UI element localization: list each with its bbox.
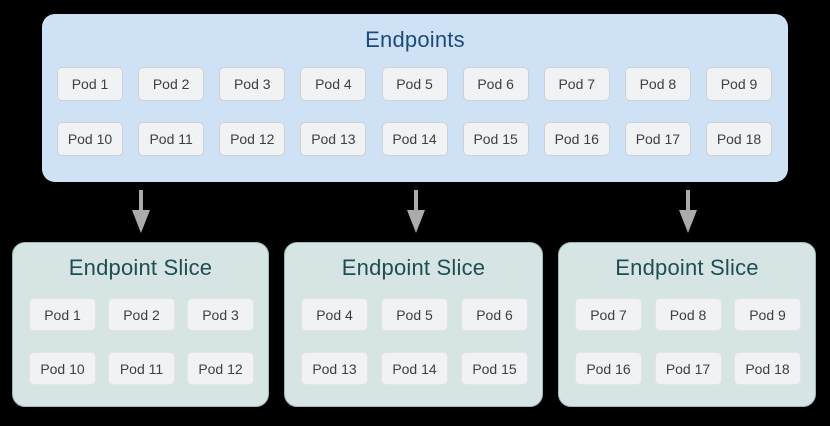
arrow-down-icon <box>407 190 425 233</box>
endpoints-box: Endpoints Pod 1 Pod 2 Pod 3 Pod 4 Pod 5 Pod 6… <box>42 14 788 182</box>
pod-chip: Pod 9 <box>734 298 801 331</box>
slice-pod-row-2: Pod 10 Pod 11 Pod 12 <box>29 352 254 385</box>
arrow-head <box>407 210 425 233</box>
pod-chip: Pod 5 <box>381 298 448 331</box>
endpoint-slice-title: Endpoint Slice <box>341 255 486 280</box>
arrow-head <box>679 210 697 233</box>
pod-chip: Pod 6 <box>461 298 528 331</box>
arrow-stem <box>139 190 143 210</box>
arrow-head <box>132 210 150 233</box>
pod-chip: Pod 17 <box>654 352 722 385</box>
pod-chip: Pod 11 <box>108 352 175 385</box>
slice-pod-row-1: Pod 4 Pod 5 Pod 6 <box>301 298 528 331</box>
pod-chip: Pod 4 <box>300 67 367 101</box>
pod-chip: Pod 10 <box>57 122 123 156</box>
pod-chip: Pod 17 <box>624 122 691 156</box>
pod-chip: Pod 14 <box>381 352 448 385</box>
pod-chip: Pod 9 <box>706 67 772 101</box>
endpoint-slice-title: Endpoint Slice <box>615 255 759 280</box>
arrow-down-icon <box>679 190 697 233</box>
arrow-stem <box>414 190 418 210</box>
pod-chip: Pod 10 <box>29 352 96 385</box>
slice-pod-row-1: Pod 7 Pod 8 Pod 9 <box>575 298 801 331</box>
arrow-stem <box>686 190 690 210</box>
pod-chip: Pod 7 <box>543 67 610 101</box>
pod-chip: Pod 8 <box>624 67 691 101</box>
pod-chip: Pod 7 <box>575 298 642 331</box>
slice-pod-row-2: Pod 16 Pod 17 Pod 18 <box>575 352 801 385</box>
endpoints-pod-row-2: Pod 10 Pod 11 Pod 12 Pod 13 Pod 14 Pod 15 Pod … <box>57 122 772 156</box>
pod-chip: Pod 1 <box>57 67 123 101</box>
pod-chip: Pod 2 <box>108 298 175 331</box>
pod-chip: Pod 15 <box>462 122 529 156</box>
endpoints-title: Endpoints <box>365 27 465 52</box>
pod-chip: Pod 16 <box>543 122 610 156</box>
slice-pod-grid: Pod 4 Pod 5 Pod 6 Pod 13 Pod 14 Pod 15 <box>301 298 528 385</box>
pod-chip: Pod 5 <box>381 67 448 101</box>
slice-pod-row-1: Pod 1 Pod 2 Pod 3 <box>29 298 254 331</box>
pod-chip: Pod 6 <box>462 67 529 101</box>
pod-chip: Pod 8 <box>654 298 722 331</box>
pod-chip: Pod 3 <box>187 298 254 331</box>
slice-pod-grid: Pod 1 Pod 2 Pod 3 Pod 10 Pod 11 Pod 12 <box>29 298 254 385</box>
pod-chip: Pod 1 <box>29 298 96 331</box>
pod-chip: Pod 12 <box>187 352 254 385</box>
pod-chip: Pod 15 <box>461 352 528 385</box>
endpoints-pod-grid: Pod 1 Pod 2 Pod 3 Pod 4 Pod 5 Pod 6 Pod 7 Pod 8… <box>57 67 772 156</box>
pod-chip: Pod 3 <box>219 67 286 101</box>
pod-chip: Pod 13 <box>300 122 367 156</box>
slice-pod-grid: Pod 7 Pod 8 Pod 9 Pod 16 Pod 17 Pod 18 <box>575 298 801 385</box>
arrow-down-icon <box>132 190 150 233</box>
pod-chip: Pod 11 <box>138 122 205 156</box>
pod-chip: Pod 2 <box>138 67 205 101</box>
pod-chip: Pod 12 <box>219 122 286 156</box>
pod-chip: Pod 14 <box>381 122 448 156</box>
pod-chip: Pod 18 <box>734 352 801 385</box>
endpoint-slice-title: Endpoint Slice <box>68 255 213 280</box>
pod-chip: Pod 4 <box>301 298 368 331</box>
slice-pod-row-2: Pod 13 Pod 14 Pod 15 <box>301 352 528 385</box>
pod-chip: Pod 18 <box>706 122 772 156</box>
pod-chip: Pod 16 <box>575 352 642 385</box>
endpoints-pod-row-1: Pod 1 Pod 2 Pod 3 Pod 4 Pod 5 Pod 6 Pod 7 Pod 8… <box>57 67 772 101</box>
pod-chip: Pod 13 <box>301 352 368 385</box>
